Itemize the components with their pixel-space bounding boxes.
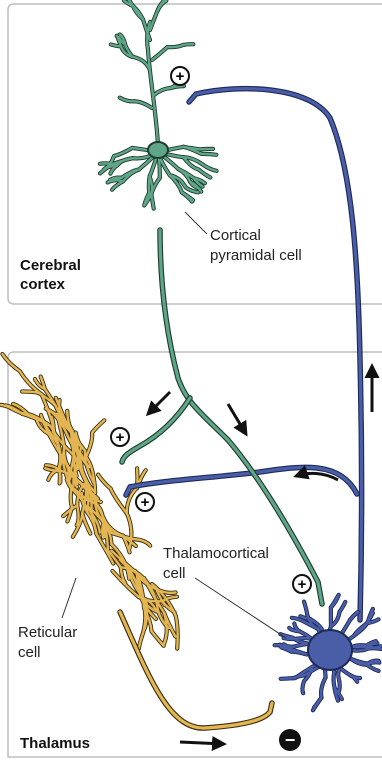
dendrite-branch bbox=[284, 638, 295, 639]
dendrite-branch bbox=[339, 681, 340, 692]
arrow-right bbox=[180, 742, 224, 744]
svg-text:+: + bbox=[116, 429, 125, 446]
dendrite-branch bbox=[202, 154, 217, 155]
inhibitory-sign: − bbox=[279, 729, 301, 751]
svg-text:+: + bbox=[176, 68, 185, 85]
dendrite-branch bbox=[281, 678, 296, 679]
reticular-label-line1: Reticular bbox=[18, 624, 77, 641]
pyramidal-label-line2: pyramidal cell bbox=[210, 247, 302, 264]
dendrite-branch bbox=[90, 493, 91, 512]
svg-text:+: + bbox=[298, 576, 307, 593]
svg-text:+: + bbox=[141, 494, 150, 511]
excitatory-sign-reticular-upper: + bbox=[111, 428, 129, 446]
dendrite-branch bbox=[22, 391, 38, 392]
excitatory-sign-cortex: + bbox=[171, 67, 189, 85]
cortex-label-line2: cortex bbox=[20, 276, 66, 293]
svg-text:−: − bbox=[285, 730, 296, 750]
dendrite-branch bbox=[149, 177, 150, 193]
dendrite-branch bbox=[334, 672, 335, 688]
dendrite-branch bbox=[59, 467, 60, 484]
excitatory-sign-thalamocortical: + bbox=[293, 575, 311, 593]
thalamocortical-label-line1: Thalamocortical bbox=[163, 545, 269, 562]
thalamocortical-label-line2: cell bbox=[163, 565, 186, 582]
dendrite-branch bbox=[200, 149, 213, 150]
excitatory-sign-reticular-lower: + bbox=[136, 493, 154, 511]
cortex-label-line1: Cerebral bbox=[20, 257, 81, 274]
thalamus-label: Thalamus bbox=[20, 735, 90, 752]
pyramidal-label-line1: Cortical bbox=[210, 227, 261, 244]
reticular-label-line2: cell bbox=[18, 644, 41, 661]
dendrite-branch bbox=[352, 646, 367, 647]
dendrite-branch bbox=[183, 44, 193, 45]
